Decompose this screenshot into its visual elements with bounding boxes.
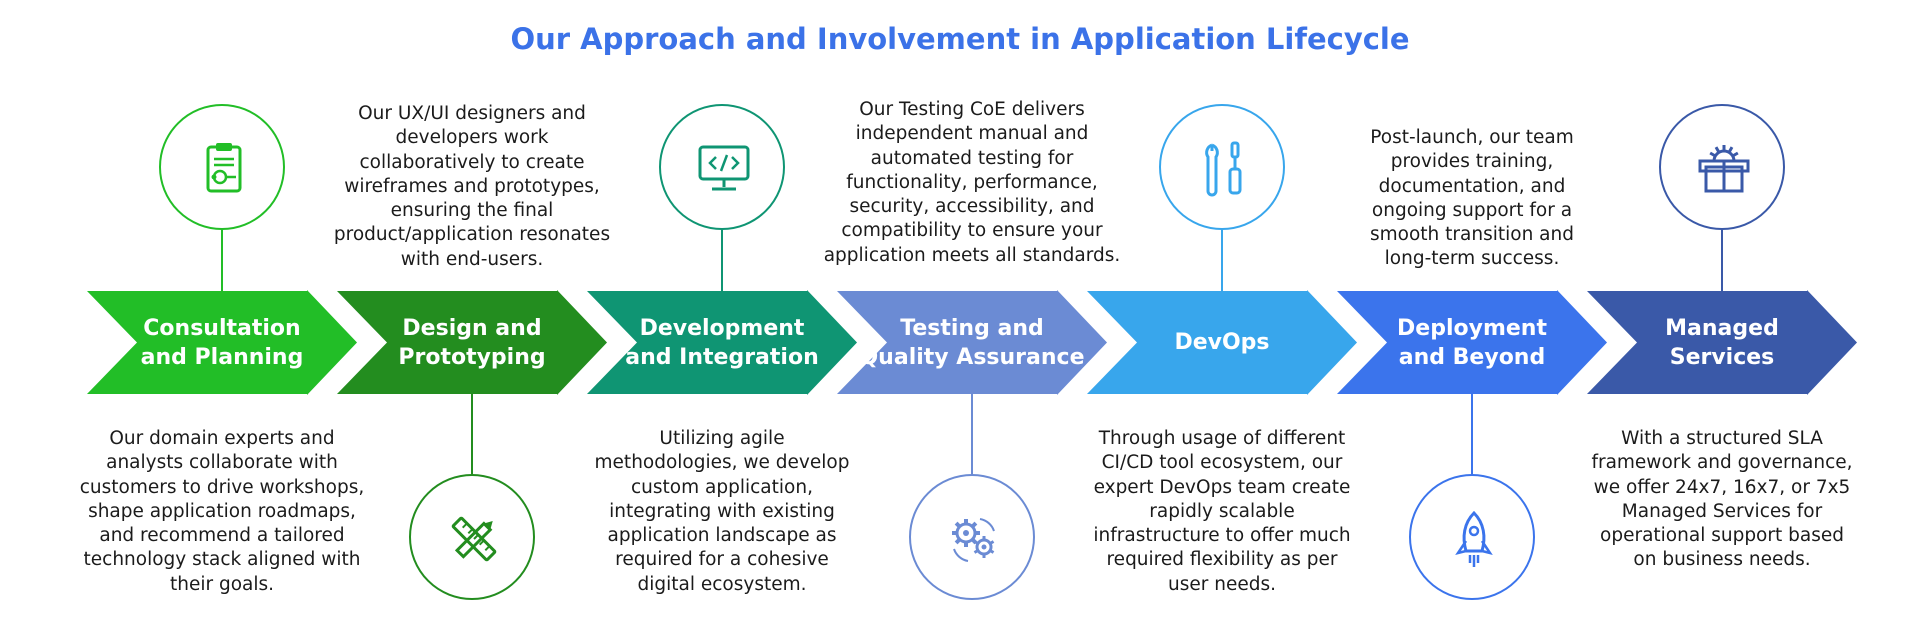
stage-connector: [1471, 394, 1473, 474]
stage-description: Utilizing agile methodologies, we develo…: [594, 428, 850, 595]
stage-connector: [721, 230, 723, 291]
stage-description: Through usage of different CI/CD tool ec…: [1093, 428, 1351, 595]
stage-arrow: [337, 290, 607, 395]
stage-icon-circle: [159, 104, 285, 230]
stage-arrow: [587, 290, 857, 395]
stage-label-line: Testing and: [900, 315, 1044, 341]
stage-icon-circle: [1159, 104, 1285, 230]
stage-description: Our UX/UI designers and developers work …: [333, 103, 611, 270]
stage-description: With a structured SLA framework and gove…: [1591, 428, 1853, 571]
stage-arrow: [1587, 290, 1857, 395]
page-title: Our Approach and Involvement in Applicat…: [510, 22, 1410, 56]
stage-label-line: Consultation: [143, 315, 301, 341]
stage-label-line: Managed: [1665, 315, 1779, 341]
stage-label-line: Deployment: [1397, 315, 1547, 341]
stage-icon-circle: [909, 474, 1035, 600]
stage-label-line: and Beyond: [1398, 344, 1546, 370]
stage-icon-circle: [1409, 474, 1535, 600]
pencil-ruler-icon: [451, 516, 497, 562]
gears-icon: [952, 518, 995, 562]
stage-description: Post-launch, our team provides training,…: [1370, 127, 1574, 270]
stage-label: Development and Integration: [607, 314, 837, 372]
stage-label-line: Design and: [402, 315, 542, 341]
rocket-icon: [1455, 510, 1493, 567]
gear-box-icon: [1698, 145, 1750, 193]
stage-icon-circle: [409, 474, 535, 600]
stage-icon-circle: [1659, 104, 1785, 230]
stage-arrow: [837, 290, 1107, 395]
stage-label-line: Quality Assurance: [859, 344, 1085, 370]
stage-label: DevOps: [1107, 328, 1337, 357]
stage-arrow: [87, 290, 357, 395]
stage-label: Deployment and Beyond: [1357, 314, 1587, 372]
stage-description: Our Testing CoE delivers independent man…: [823, 99, 1121, 266]
tools-icon: [1205, 141, 1242, 197]
stage-label: Consultation and Planning: [107, 314, 337, 372]
stage-label-line: DevOps: [1174, 330, 1270, 355]
stage-connector: [1721, 230, 1723, 291]
stage-connector: [971, 394, 973, 474]
stage-connector: [471, 394, 473, 474]
stage-connector: [221, 230, 223, 291]
stage-label-line: Prototyping: [398, 344, 546, 370]
stage-label-line: Development: [639, 315, 805, 341]
stage-description: Our domain experts and analysts collabor…: [79, 428, 365, 595]
stage-label-line: Services: [1669, 344, 1775, 370]
clipboard-icon: [206, 143, 242, 193]
stage-label-line: and Planning: [140, 344, 304, 370]
stage-arrow: [1087, 290, 1357, 395]
stage-connector: [1221, 230, 1223, 291]
stage-icon-circle: [659, 104, 785, 230]
monitor-code-icon: [698, 145, 750, 191]
stage-label-line: and Integration: [625, 344, 819, 370]
stage-arrow: [1337, 290, 1607, 395]
